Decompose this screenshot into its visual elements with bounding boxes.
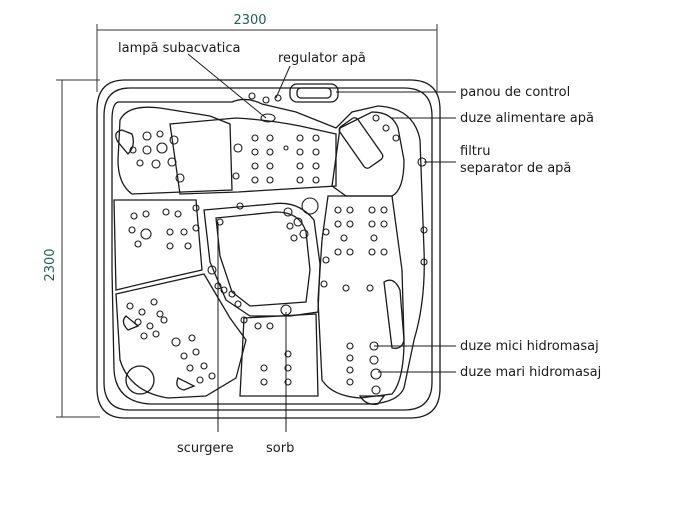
label-filter-line1: filtru <box>460 144 490 159</box>
height-dimension-label: 2300 <box>43 248 58 281</box>
label-small-jets: duze mici hidromasaj <box>460 339 599 354</box>
leader-lines <box>187 53 456 432</box>
label-underwater-lamp: lampă subacvatica <box>118 41 240 56</box>
label-water-supply-jets: duze alimentare apă <box>460 111 594 126</box>
dimension-lines <box>56 24 438 418</box>
tub-shell <box>96 79 441 419</box>
label-large-jets: duze mari hidromasaj <box>460 365 601 380</box>
label-filter-line2: separator de apă <box>460 161 571 176</box>
label-water-regulator: regulator apă <box>278 51 366 66</box>
label-drain: scurgere <box>177 441 234 456</box>
jets <box>126 92 428 395</box>
width-dimension-label: 2300 <box>233 13 266 28</box>
label-control-panel: panou de control <box>460 85 570 100</box>
label-suction: sorb <box>266 441 294 456</box>
